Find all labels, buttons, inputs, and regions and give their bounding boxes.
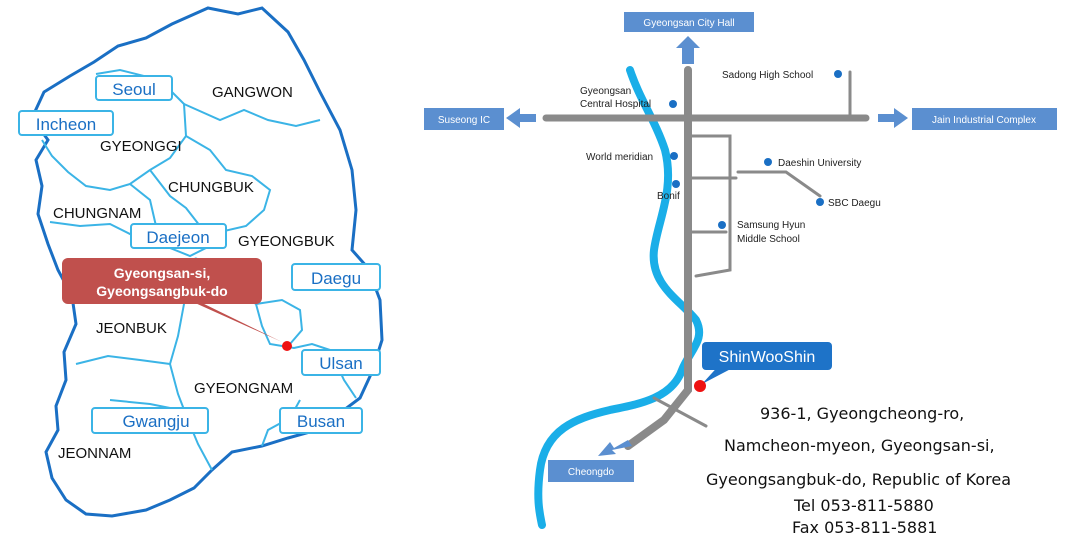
region-gyeongnam: GYEONGNAM (194, 380, 293, 397)
landmark-dot (672, 180, 680, 188)
landmark-world-meridian: World meridian (586, 152, 653, 163)
company-marker (694, 380, 706, 392)
landmark-bonif: Bonif (657, 191, 680, 202)
callout-line1: Gyeongsan-si, (114, 265, 210, 281)
city-incheon: Incheon (36, 115, 97, 134)
region-jeonnam: JEONNAM (58, 445, 131, 462)
river (534, 66, 704, 529)
landmark-dot (816, 198, 824, 206)
callout-line2: Gyeongsangbuk-do (96, 283, 227, 299)
landmark-hospital-1: Gyeongsan (580, 86, 631, 97)
address-line1: 936-1, Gyeongcheong-ro, (760, 404, 965, 423)
address-line3: Gyeongsangbuk-do, Republic of Korea (706, 470, 1012, 489)
landmark-dot (718, 221, 726, 229)
landmark-dot (764, 158, 772, 166)
city-daegu: Daegu (311, 269, 361, 288)
landmark-samsung-1: Samsung Hyun (737, 220, 805, 231)
direction-arrows (506, 36, 908, 456)
city-ulsan: Ulsan (319, 354, 362, 373)
roads (542, 66, 870, 450)
sign-jain: Jain Industrial Complex (932, 115, 1036, 126)
korea-map: GANGWON GYEONGGI CHUNGBUK CHUNGNAM GYEON… (18, 6, 384, 518)
gyeongsan-marker (282, 341, 292, 351)
company-callout: ShinWooShin (702, 342, 832, 384)
sign-suseong-ic: Suseong IC (438, 115, 490, 126)
region-chungnam: CHUNGNAM (53, 205, 141, 222)
city-daejeon: Daejeon (146, 228, 209, 247)
arrow-left-icon (506, 108, 536, 128)
destination-signs: Gyeongsan City Hall Suseong IC Jain Indu… (424, 12, 1057, 482)
region-chungbuk: CHUNGBUK (168, 179, 254, 196)
landmark-samsung-2: Middle School (737, 234, 800, 245)
region-jeonbuk: JEONBUK (96, 320, 167, 337)
city-labels: Seoul Incheon Daejeon Daegu Ulsan Gwangj… (18, 75, 381, 434)
landmark-dot (670, 152, 678, 160)
route-map: Gyeongsan City Hall Suseong IC Jain Indu… (424, 12, 1057, 529)
company-label: ShinWooShin (719, 349, 816, 366)
address-line2: Namcheon-myeon, Gyeongsan-si, (724, 436, 995, 455)
landmark-daeshin: Daeshin University (778, 158, 861, 169)
arrow-down-left-icon (598, 440, 632, 456)
region-gyeonggi: GYEONGGI (100, 138, 182, 155)
location-callout: Gyeongsan-si, Gyeongsangbuk-do (62, 258, 282, 342)
city-seoul: Seoul (112, 80, 155, 99)
address-tel: Tel 053-811-5880 (794, 496, 934, 515)
arrow-up-icon (676, 36, 700, 64)
landmark-sbc-daegu: SBC Daegu (828, 198, 881, 209)
region-gangwon: GANGWON (212, 84, 293, 101)
address-fax: Fax 053-811-5881 (792, 518, 938, 537)
sign-cheongdo: Cheongdo (568, 467, 615, 478)
city-gwangju: Gwangju (122, 412, 189, 431)
sign-city-hall: Gyeongsan City Hall (643, 18, 734, 29)
arrow-right-icon (878, 108, 908, 128)
region-gyeongbuk: GYEONGBUK (238, 233, 335, 250)
landmark-dot (669, 100, 677, 108)
landmark-sadong: Sadong High School (722, 70, 813, 81)
landmark-hospital-2: Central Hospital (580, 99, 651, 110)
landmark-dot (834, 70, 842, 78)
city-busan: Busan (297, 412, 345, 431)
